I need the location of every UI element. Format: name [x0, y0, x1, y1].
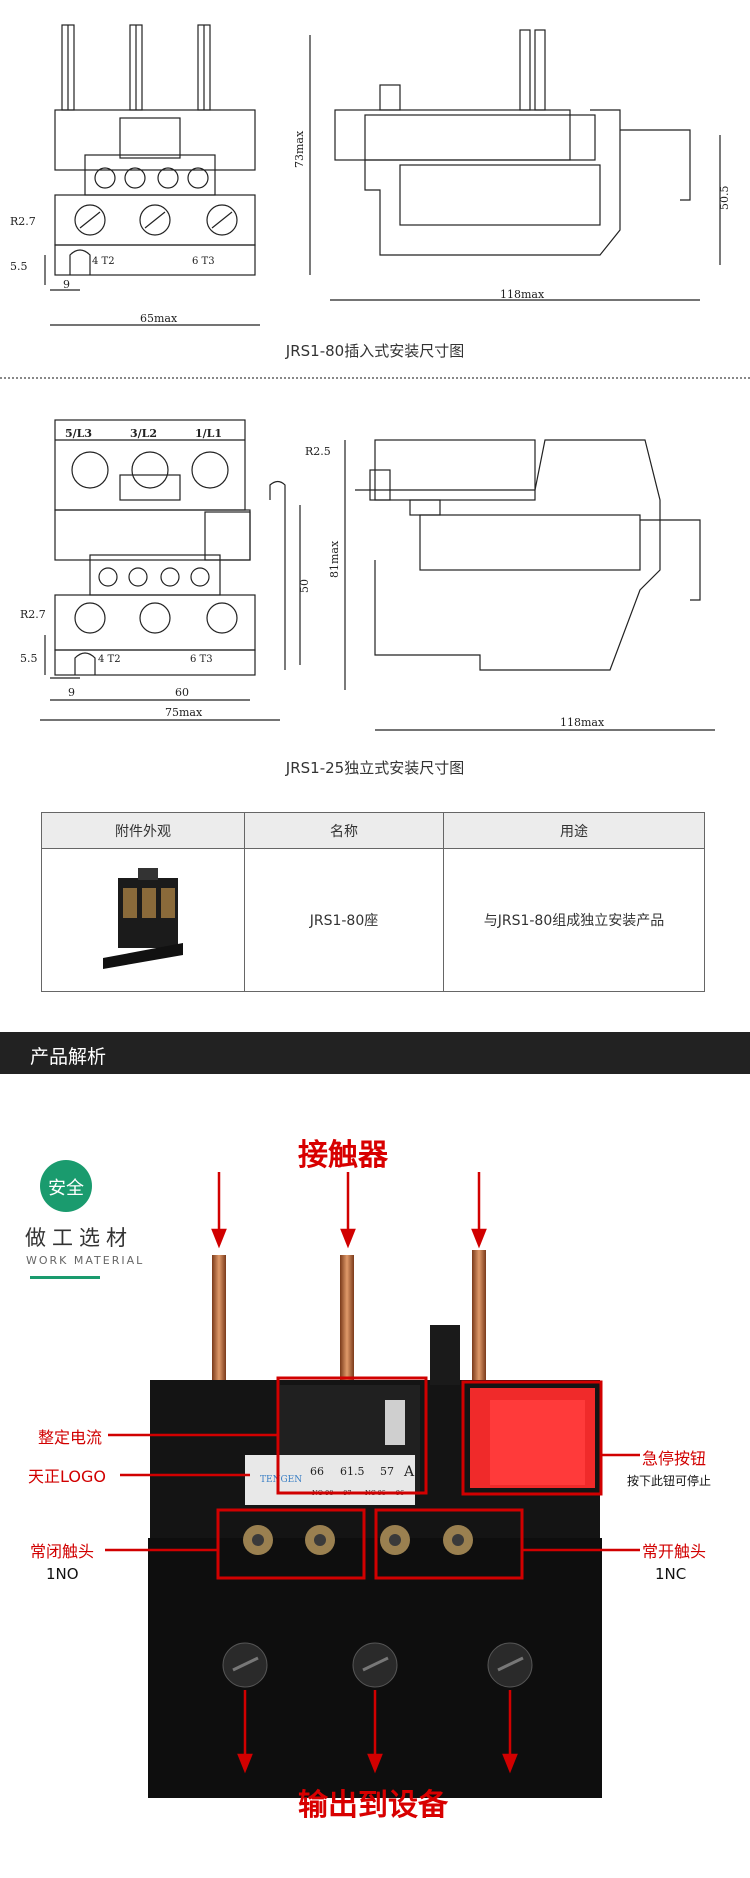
dim-9: 9 — [63, 278, 70, 291]
table-row: JRS1-80座 与JRS1-80组成独立安装产品 — [41, 848, 705, 992]
svg-text:6 T3: 6 T3 — [192, 256, 215, 267]
dim-81max: 81max — [328, 540, 341, 578]
accessory-use: 与JRS1-80组成独立安装产品 — [443, 848, 705, 992]
tengen-logo-label: 天正LOGO — [28, 1467, 106, 1486]
dim-50-5: 50.5 — [718, 186, 731, 211]
dim-9-b: 9 — [68, 686, 75, 699]
svg-text:61.5: 61.5 — [340, 1465, 365, 1478]
drawing2-caption: JRS1-25独立式安装尺寸图 — [285, 759, 465, 777]
dim-r27: R2.7 — [10, 215, 36, 228]
product-photo: 66 61.5 57 A TENGEN NO 98-⌐-97 NC 95-⌐-9… — [105, 1172, 640, 1798]
highlight-nc — [216, 1508, 366, 1580]
col-name: 名称 — [244, 812, 444, 849]
drawing-jrs1-80-plugin: R2.7 5.5 9 65max 4 T2 6 T3 118max 73max … — [10, 24, 731, 326]
tengen-logo: TENGEN — [260, 1475, 302, 1485]
svg-text:5/L3: 5/L3 — [65, 427, 92, 440]
dim-73max: 73max — [293, 130, 306, 168]
no-contact-code: 1NC — [655, 1565, 687, 1583]
copper-pin — [472, 1250, 486, 1400]
drawing-jrs1-25-standalone: 5/L3 3/L2 1/L1 R2.5 R2.7 5.5 9 60 75max … — [20, 419, 715, 731]
svg-text:66: 66 — [310, 1465, 324, 1478]
section-banner: 产品解析 — [0, 1032, 750, 1074]
drawing1-caption: JRS1-80插入式安装尺寸图 — [285, 342, 465, 360]
dim-r27-b: R2.7 — [20, 608, 46, 621]
dim-5-5-b: 5.5 — [20, 652, 38, 665]
copper-pin — [212, 1255, 226, 1395]
svg-text:57: 57 — [380, 1465, 394, 1478]
dim-5-5: 5.5 — [10, 260, 28, 273]
safety-badge: 安全 — [40, 1160, 92, 1212]
svg-text:A: A — [403, 1464, 415, 1480]
col-appearance: 附件外观 — [41, 812, 245, 849]
copper-pin — [340, 1255, 354, 1395]
dim-75max: 75max — [165, 706, 203, 719]
section-title: 产品解析 — [30, 1046, 107, 1068]
svg-text:6 T3: 6 T3 — [190, 654, 213, 665]
dim-118max: 118max — [500, 288, 545, 301]
accessory-image-cell — [41, 848, 245, 992]
dim-50: 50 — [298, 579, 311, 593]
col-use: 用途 — [443, 812, 705, 849]
no-contact-label: 常开触头 — [642, 1542, 707, 1561]
svg-text:4 T2: 4 T2 — [98, 654, 121, 665]
nc-contact-label: 常闭触头 — [30, 1542, 95, 1561]
svg-text:4 T2: 4 T2 — [92, 256, 115, 267]
base-accessory-image — [103, 868, 183, 969]
accessory-table: 附件外观 名称 用途 JRS1-80座 与JRS1-80组成独立安装产品 — [41, 812, 705, 992]
badge-underline — [30, 1276, 100, 1279]
current-setting-label: 整定电流 — [38, 1428, 103, 1447]
dim-60: 60 — [175, 686, 189, 699]
svg-text:1/L1: 1/L1 — [195, 427, 222, 440]
highlight-no — [374, 1508, 524, 1580]
output-label: 输出到设备 — [298, 1788, 448, 1823]
emergency-stop-note: 按下此钮可停止 — [627, 1474, 712, 1488]
divider — [0, 377, 750, 379]
svg-text:3/L2: 3/L2 — [130, 427, 157, 440]
nc-contact-code: 1NO — [46, 1565, 79, 1583]
dim-65max: 65max — [140, 312, 178, 325]
emergency-stop-label: 急停按钮 — [642, 1449, 707, 1468]
dim-r25: R2.5 — [305, 445, 331, 458]
dim-118max-b: 118max — [560, 716, 605, 729]
highlight-stop — [461, 1380, 603, 1496]
contactor-label: 接触器 — [298, 1138, 388, 1173]
accessory-name: JRS1-80座 — [244, 848, 444, 992]
badge-title: 做工选材 — [25, 1226, 133, 1250]
badge-subtitle: WORK MATERIAL — [26, 1254, 145, 1267]
